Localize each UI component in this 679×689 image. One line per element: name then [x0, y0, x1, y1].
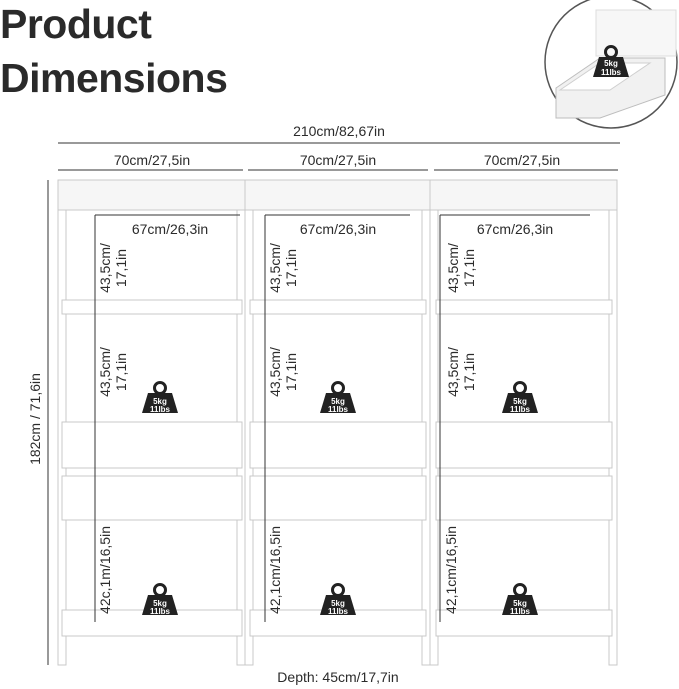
shelf-height-2b-line1: 43,5cm/: [267, 347, 283, 397]
shelf-height-1b-line1: 43,5cm/: [97, 347, 113, 397]
weight-icon-mid-3: 5kg 11lbs: [500, 381, 540, 415]
svg-text:11lbs: 11lbs: [510, 405, 531, 414]
svg-text:11lbs: 11lbs: [150, 405, 171, 414]
inner-width-label-2: 67cm/26,3in: [300, 221, 376, 237]
shelf-unit-1: [57, 179, 246, 666]
svg-text:5kg: 5kg: [513, 397, 527, 406]
lower-height-label-2: 42,1cm/16,5in: [267, 526, 283, 614]
inner-width-label-3: 67cm/26,3in: [477, 221, 553, 237]
svg-text:5kg: 5kg: [513, 599, 527, 608]
shelf-height-3b-line2: 17,1in: [461, 353, 477, 391]
column-1-width-label: 70cm/27,5in: [114, 152, 190, 168]
shelf-height-3a-line1: 43,5cm/: [445, 243, 461, 293]
shelf-height-3b-line1: 43,5cm/: [445, 347, 461, 397]
svg-text:5kg: 5kg: [331, 599, 345, 608]
depth-label: Depth: 45cm/17,7in: [277, 669, 398, 685]
shelf-unit-2: [244, 179, 431, 666]
column-3-width-label: 70cm/27,5in: [484, 152, 560, 168]
weight-icon-bottom-3: 5kg 11lbs: [500, 583, 540, 617]
shelf-height-1a-line1: 43,5cm/: [97, 243, 113, 293]
shelf-height-2b-line2: 17,1in: [283, 353, 299, 391]
svg-text:11lbs: 11lbs: [510, 607, 531, 616]
drawer-weight-kg: 5kg: [604, 59, 618, 68]
weight-icon-bottom-2: 5kg 11lbs: [318, 583, 358, 617]
inner-width-label-1: 67cm/26,3in: [132, 221, 208, 237]
weight-icon-mid-1: 5kg 11lbs: [140, 381, 180, 415]
lower-height-label-3: 42,1cm/16,5in: [443, 526, 459, 614]
title-line-1: Product: [0, 1, 152, 47]
drawer-weight-lbs: 11lbs: [601, 68, 622, 77]
shelf-height-3a-line2: 17,1in: [461, 249, 477, 287]
shelf-height-1a-line2: 17,1in: [113, 249, 129, 287]
shelf-height-2a-line2: 17,1in: [283, 249, 299, 287]
shelf-unit-3: [429, 179, 618, 666]
weight-icon-bottom-1: 5kg 11lbs: [140, 583, 180, 617]
svg-text:11lbs: 11lbs: [150, 607, 171, 616]
svg-text:11lbs: 11lbs: [328, 405, 349, 414]
svg-text:5kg: 5kg: [153, 599, 167, 608]
shelf-height-2a-line1: 43,5cm/: [267, 243, 283, 293]
shelf-height-1b-line2: 17,1in: [113, 353, 129, 391]
total-width-label: 210cm/82,67in: [293, 123, 385, 139]
weight-icon-mid-2: 5kg 11lbs: [318, 381, 358, 415]
drawer-detail-inset: 5kg 11lbs: [544, 0, 678, 129]
svg-text:5kg: 5kg: [153, 397, 167, 406]
column-2-width-label: 70cm/27,5in: [300, 152, 376, 168]
total-height-label: 182cm / 71,6in: [27, 373, 43, 465]
title-line-2: Dimensions: [0, 55, 228, 101]
lower-height-label-1: 42c,1m/16,5in: [97, 526, 113, 614]
svg-text:5kg: 5kg: [331, 397, 345, 406]
svg-text:11lbs: 11lbs: [328, 607, 349, 616]
